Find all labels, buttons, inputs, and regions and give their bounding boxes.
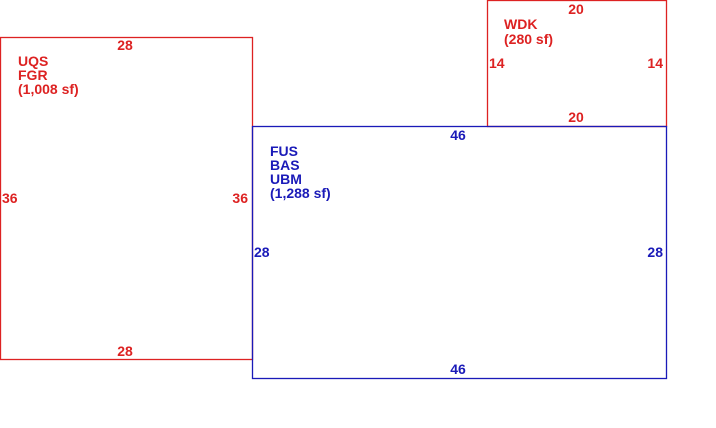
garage-area-label: (1,008 sf)	[18, 81, 79, 97]
deck-dim-bottom: 20	[568, 109, 584, 125]
deck-area: WDK (280 sf) 20 20 14 14	[486, 0, 668, 128]
main-area-label: (1,288 sf)	[270, 185, 331, 201]
main-area: FUS BAS UBM (1,288 sf) 46 46 28 28	[251, 125, 668, 380]
main-code-bas: BAS	[270, 157, 300, 173]
deck-code-wdk: WDK	[504, 16, 537, 32]
deck-dim-right: 14	[647, 55, 663, 71]
main-dim-right: 28	[647, 244, 663, 260]
main-outline	[251, 125, 668, 380]
garage-code-fgr: FGR	[18, 67, 48, 83]
deck-dim-left: 14	[489, 55, 505, 71]
garage-dim-bottom: 28	[117, 343, 133, 359]
garage-dim-top: 28	[117, 37, 133, 53]
main-code-fus: FUS	[270, 143, 298, 159]
main-dim-bottom: 46	[450, 361, 466, 377]
main-code-ubm: UBM	[270, 171, 302, 187]
garage-dim-left: 36	[2, 190, 18, 206]
main-dim-left: 28	[254, 244, 270, 260]
deck-dim-top: 20	[568, 1, 584, 17]
main-dim-top: 46	[450, 127, 466, 143]
deck-area-label: (280 sf)	[504, 31, 553, 47]
garage-code-uqs: UQS	[18, 53, 48, 69]
garage-dim-right: 36	[232, 190, 248, 206]
garage-area: UQS FGR (1,008 sf) 28 28 36 36	[0, 36, 254, 361]
